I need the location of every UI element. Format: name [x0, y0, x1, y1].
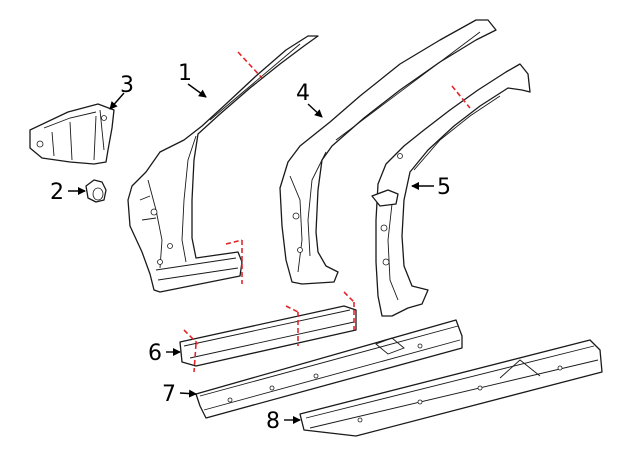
callout-1: 1 [178, 61, 192, 86]
part-5-reinforcement [371, 63, 531, 317]
callout-4: 4 [296, 81, 310, 106]
leader-lines [68, 83, 434, 424]
callout-3: 3 [120, 73, 134, 98]
part-2-clip [85, 179, 107, 203]
callout-7: 7 [162, 382, 176, 407]
callout-2: 2 [50, 180, 64, 205]
cut-lines [183, 51, 471, 373]
part-7-rocker-inner [195, 319, 463, 419]
callouts: 1 2 3 4 5 6 7 8 [50, 61, 451, 434]
callout-8: 8 [266, 409, 280, 434]
part-1-pillar-inner [127, 35, 319, 293]
callout-6: 6 [148, 341, 162, 366]
part-8-rocker-outer [299, 339, 603, 437]
callout-5: 5 [437, 175, 451, 200]
part-4-pillar-outer [279, 19, 497, 285]
part-3-bracket [29, 103, 115, 165]
part-6-rocker-reinforcement [179, 305, 357, 367]
